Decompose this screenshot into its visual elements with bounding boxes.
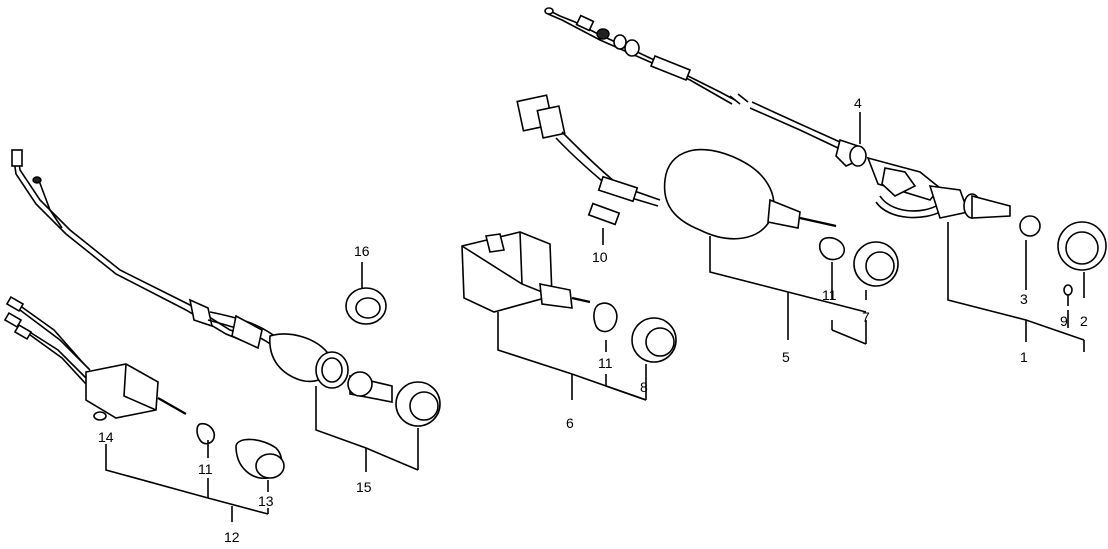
callout-labels: 1 2 3 4 5 6 7 8 9 10 11 11 11 12 13 14 1… xyxy=(98,95,1088,545)
callout-12: 12 xyxy=(224,529,240,545)
callout-6: 6 xyxy=(566,415,574,431)
callout-4: 4 xyxy=(854,95,862,111)
callout-16: 16 xyxy=(354,243,370,259)
callout-14: 14 xyxy=(98,429,114,445)
switch-assembly-6 xyxy=(461,231,677,401)
callout-13: 13 xyxy=(258,493,274,509)
callout-5: 5 xyxy=(782,349,790,365)
callout-1: 1 xyxy=(1020,349,1028,365)
callout-9: 9 xyxy=(1060,313,1068,329)
callout-11-a: 11 xyxy=(822,287,837,303)
switch-assembly-5 xyxy=(516,94,899,345)
choke-cable-assembly xyxy=(544,7,1107,352)
switch-assembly-12 xyxy=(3,295,285,522)
callout-2: 2 xyxy=(1080,313,1088,329)
callout-3: 3 xyxy=(1020,291,1028,307)
callout-7: 7 xyxy=(862,309,870,325)
callout-10: 10 xyxy=(592,249,608,265)
callout-11-b: 11 xyxy=(598,355,613,371)
lighter-assembly xyxy=(11,149,441,472)
callout-8: 8 xyxy=(640,379,648,395)
callout-11-c: 11 xyxy=(198,461,213,477)
callout-15: 15 xyxy=(356,479,372,495)
